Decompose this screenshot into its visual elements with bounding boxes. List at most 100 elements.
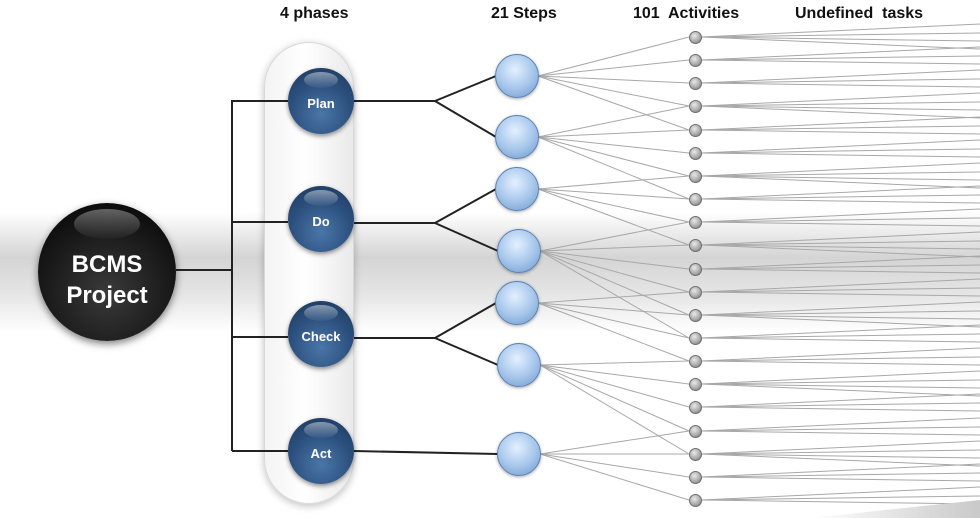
activity-to-task [700,23,980,38]
phase-act-node: Act [288,418,354,484]
activity-node [689,425,702,438]
activity-to-task [700,244,980,258]
activity-to-task [700,453,980,467]
activity-node [689,100,702,113]
step-to-activity [537,302,690,362]
activity-to-task [700,46,980,61]
step-to-activity [537,75,690,131]
activity-to-task [700,314,980,328]
step-to-activity [539,430,690,455]
fan-lines [537,23,980,505]
activity-node [689,471,702,484]
step-to-activity [539,364,690,432]
step-to-activity [539,250,690,293]
activity-to-task [700,463,980,478]
activity-to-task [700,92,980,107]
header-steps: 21 Steps [491,5,557,22]
step-to-activity [537,75,690,107]
activity-node [689,124,702,137]
activity-to-task [700,139,980,154]
activity-to-task [700,402,980,408]
activity-to-task [700,185,980,200]
step-to-activity [537,105,690,138]
step-to-activity [539,250,690,270]
step-to-activity [539,360,690,366]
activity-to-task [700,264,980,270]
activity-to-task [700,36,980,50]
activity-node [689,193,702,206]
activity-node [689,31,702,44]
activity-to-task [700,406,980,412]
activity-node [689,239,702,252]
activity-to-task [700,129,980,135]
phase-check-label: Check [301,328,341,344]
step-to-activity [537,36,690,77]
activity-to-task [700,417,980,432]
step-to-activity [539,364,690,385]
activity-node [689,263,702,276]
activity-node [689,494,702,507]
activity-to-task [700,291,980,297]
project-label: BCMS Project [66,251,148,309]
activity-to-task [700,333,980,339]
fork-to-step [434,302,497,339]
step-to-activity [539,453,690,478]
activity-to-task [700,116,980,131]
fork-to-step [434,222,499,252]
tree-connectors [176,75,499,455]
activity-to-task [700,430,980,436]
step-to-activity [537,175,690,190]
phase-plan-node: Plan [288,68,354,134]
bcms-project-node: BCMS Project [38,203,176,341]
activity-to-task [700,495,980,501]
step-to-activity [539,364,690,408]
activity-to-task [700,148,980,154]
activity-to-task [700,69,980,84]
activity-to-task [700,310,980,316]
activity-to-task [700,379,980,385]
activity-to-task [700,208,980,223]
step-node [497,229,541,273]
activity-to-task [700,82,980,88]
activity-to-task [700,287,980,293]
activity-to-task [700,360,980,366]
activity-to-task [700,337,980,343]
step-to-activity [537,302,690,316]
activity-to-task [700,268,980,274]
activity-to-task [700,105,980,111]
step-to-activity [537,291,690,304]
activity-node [689,401,702,414]
activity-node [689,216,702,229]
activity-to-task [700,55,980,61]
activity-to-task [700,244,980,250]
activity-node [689,54,702,67]
activity-to-task [700,449,980,455]
activity-node [689,448,702,461]
phase-to-step [353,450,499,455]
step-to-activity [539,244,690,252]
fork-to-step [434,188,497,224]
activity-to-task [700,255,980,270]
activity-node [689,77,702,90]
activity-to-task [700,393,980,408]
step-to-activity [539,221,690,252]
activity-to-task [700,356,980,362]
activity-to-task [700,324,980,339]
activity-to-task [700,152,980,158]
fork-to-step [434,75,497,102]
activity-to-task [700,194,980,200]
activity-to-task [700,476,980,482]
phase-check-node: Check [288,301,354,367]
activity-to-task [700,217,980,223]
activity-node [689,332,702,345]
activity-to-task [700,59,980,65]
header-phases: 4 phases [280,5,349,22]
step-to-activity [537,59,690,77]
activity-to-task [700,499,980,505]
activity-to-task [700,198,980,204]
step-to-activity [539,250,690,316]
step-to-activity [539,364,690,455]
activity-to-task [700,347,980,362]
fork-to-step [434,337,499,366]
